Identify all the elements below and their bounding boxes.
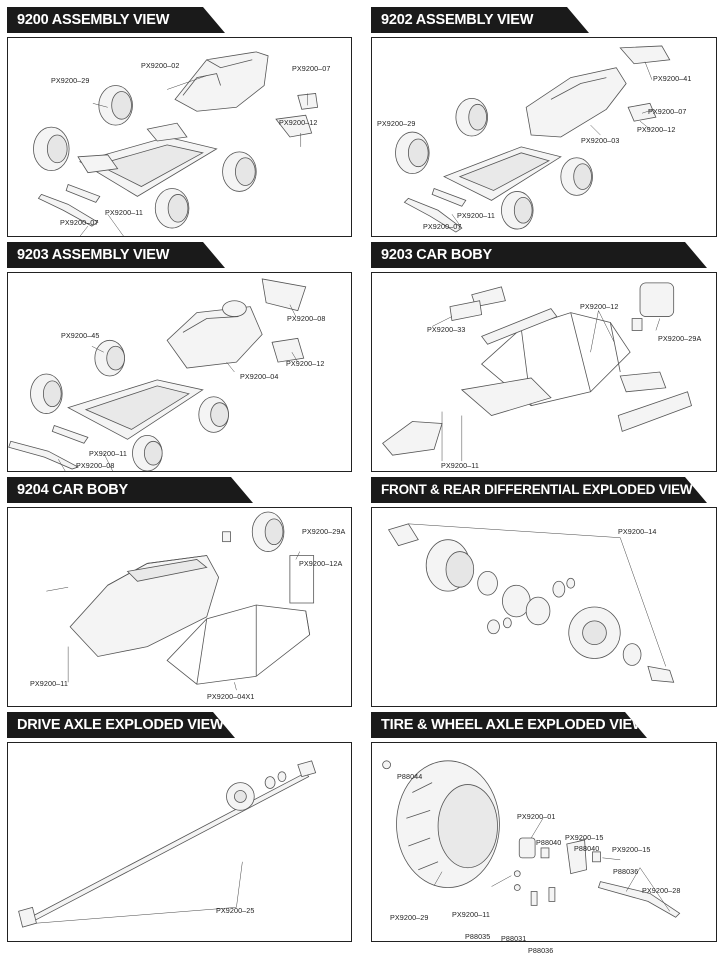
part-label: P88040 (536, 838, 562, 847)
part-label: PX9200–03 (581, 136, 620, 145)
panel-9200-assembly: 9200 ASSEMBLY VIEW (7, 7, 352, 237)
part-label: PX9200–07 (60, 218, 99, 227)
differential-diagram (387, 523, 675, 683)
part-label: PX9200–29 (390, 913, 429, 922)
part-label: P88031 (501, 934, 527, 943)
part-label: PX9200–29 (51, 76, 90, 85)
part-label: PX9200–11 (30, 679, 68, 688)
part-label: PX9200–11 (105, 208, 143, 217)
diagram-area: PX9200–25 (7, 742, 352, 942)
panel-title: 9200 ASSEMBLY VIEW (7, 7, 225, 33)
diagram-area: PX9200–02 PX9200–07 PX9200–29 PX9200–12 … (7, 37, 352, 237)
part-label: PX9200–11 (457, 211, 495, 220)
part-label: PX9200–01 (517, 812, 556, 821)
part-label: PX9200–25 (216, 906, 255, 915)
panel-title: 9203 ASSEMBLY VIEW (7, 242, 225, 268)
part-label: PX9200–29A (302, 527, 346, 536)
panel-title: 9202 ASSEMBLY VIEW (371, 7, 589, 33)
part-label: PX9200–12A (299, 559, 343, 568)
part-label: PX9200–45 (61, 331, 100, 340)
part-label: P88035 (465, 932, 491, 941)
part-label: P88040 (574, 844, 600, 853)
part-label: PX9200–11 (441, 461, 479, 470)
car-body-diagram (382, 282, 692, 462)
part-label: PX9200–15 (612, 845, 651, 854)
part-label: PX9200–29 (377, 119, 416, 128)
diagram-area: PX9200–12 PX9200–33 PX9200–29A PX9200–11 (371, 272, 717, 472)
assembly-diagram (395, 45, 671, 233)
panel-9202-assembly: 9202 ASSEMBLY VIEW (371, 7, 717, 237)
part-label: PX9200–41 (653, 74, 692, 83)
car-body-diagram (46, 511, 315, 691)
diagram-area: PX9200–29A PX9200–12A PX9200–11 PX9200–0… (7, 507, 352, 707)
part-label: PX9200–28 (642, 886, 681, 895)
assembly-diagram (33, 51, 319, 236)
panel-9204-car-body: 9204 CAR BOBY PX9200–29A PX9200–12A PX9 (7, 477, 352, 707)
part-label: PX9200–11 (89, 449, 127, 458)
part-label: PX9200–15 (565, 833, 604, 842)
assembly-diagram (8, 278, 307, 471)
part-label: PX9200–12 (580, 302, 619, 311)
part-label: PX9200–11 (452, 910, 490, 919)
panel-title: TIRE & WHEEL AXLE EXPLODED VIEW (371, 712, 647, 738)
part-label: PX9200–04X1 (207, 692, 255, 701)
panel-9203-car-body: 9203 CAR BOBY (371, 242, 717, 472)
part-label: PX9200–12 (279, 118, 318, 127)
part-label: PX9200–08 (287, 314, 326, 323)
drive-axle-diagram (18, 760, 317, 928)
diagram-area: PX9200–14 (371, 507, 717, 707)
part-label: PX9200–29A (658, 334, 702, 343)
panel-title: 9204 CAR BOBY (7, 477, 253, 503)
panel-drive-axle-exploded: DRIVE AXLE EXPLODED VIEW PX9200–25 (7, 712, 352, 942)
panel-title: 9203 CAR BOBY (371, 242, 707, 268)
diagram-area: PX9200–08 PX9200–45 PX9200–12 PX9200–04 … (7, 272, 352, 472)
part-label: PX9200–02 (141, 61, 180, 70)
diagram-area: P88044 PX9200–01 P88040 PX9200–15 P88040… (371, 742, 717, 955)
panel-title: FRONT & REAR DIFFERENTIAL EXPLODED VIEW (371, 477, 707, 503)
part-label: P88036 (613, 867, 639, 876)
part-label: P88044 (397, 772, 423, 781)
part-label: PX9200–33 (427, 325, 466, 334)
part-label: PX9200–07 (423, 222, 462, 231)
diagram-area: PX9200–41 PX9200–07 PX9200–29 PX9200–12 … (371, 37, 717, 237)
panel-tire-wheel-axle-exploded: TIRE & WHEEL AXLE EXPLODED VIEW (371, 712, 717, 955)
part-label: P88036 (528, 946, 554, 955)
part-label: PX9200–07 (648, 107, 687, 116)
tire-wheel-diagram (382, 760, 681, 918)
part-label: PX9200–12 (286, 359, 325, 368)
part-label: PX9200–07 (292, 64, 331, 73)
panel-title: DRIVE AXLE EXPLODED VIEW (7, 712, 235, 738)
part-label: PX9200–14 (618, 527, 657, 536)
part-label: PX9200–04 (240, 372, 279, 381)
part-label: PX9200–12 (637, 125, 676, 134)
panel-differential-exploded: FRONT & REAR DIFFERENTIAL EXPLODED VIEW (371, 477, 717, 707)
panel-9203-assembly: 9203 ASSEMBLY VIEW (7, 242, 352, 472)
part-label: PX9200–08 (76, 461, 115, 470)
